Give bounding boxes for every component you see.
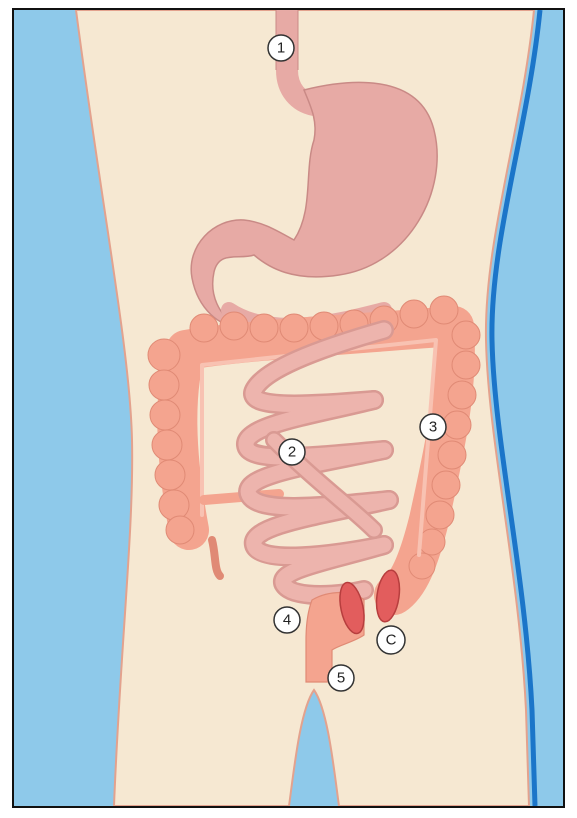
svg-text:1: 1 xyxy=(277,40,285,57)
svg-text:2: 2 xyxy=(288,444,296,461)
svg-text:4: 4 xyxy=(283,612,291,629)
digestive-system-diagram: 1 2 3 4 5 C xyxy=(14,10,563,806)
label-3: 3 xyxy=(420,414,446,440)
label-1: 1 xyxy=(268,35,294,61)
label-4: 4 xyxy=(274,607,300,633)
diagram-frame: 1 2 3 4 5 C xyxy=(12,8,565,808)
label-5: 5 xyxy=(328,665,354,691)
label-c: C xyxy=(377,626,405,654)
label-2: 2 xyxy=(279,439,305,465)
svg-text:3: 3 xyxy=(429,419,437,436)
svg-text:5: 5 xyxy=(337,670,345,687)
svg-text:C: C xyxy=(386,632,397,649)
